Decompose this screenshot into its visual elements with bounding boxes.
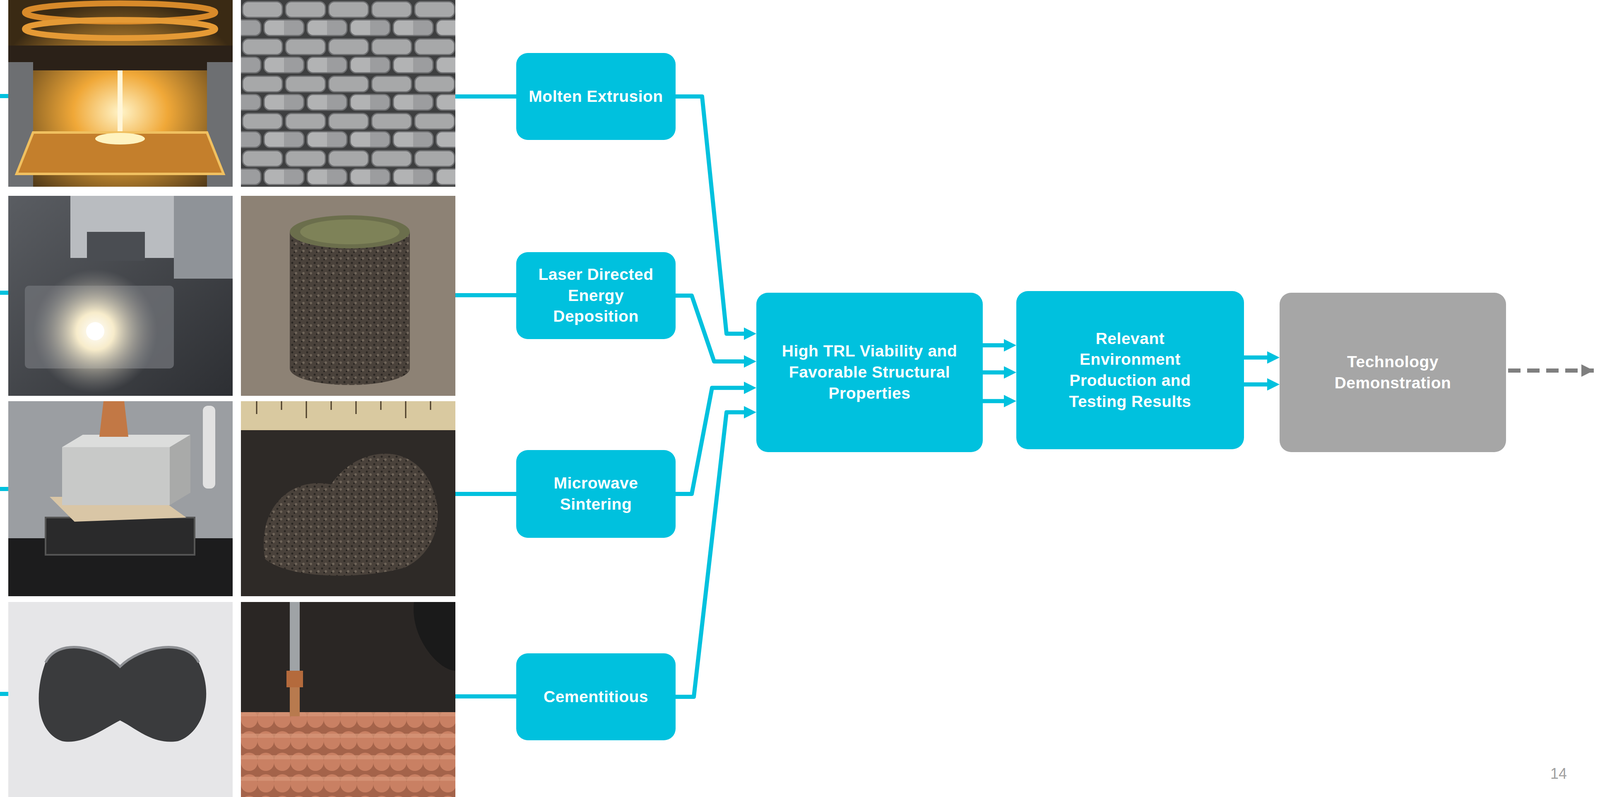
box-label: Cementitious <box>543 686 649 708</box>
regolith-cylinder-photo <box>240 195 456 396</box>
microwave-rig-photo <box>8 401 233 597</box>
flow-arrow <box>1243 382 1272 387</box>
basalt-bricks-photo <box>240 0 456 187</box>
flow-arrow <box>982 343 1009 348</box>
laser-printer-photo <box>8 195 233 396</box>
flow-arrow <box>675 295 749 362</box>
milestone-box: Technology Demonstration <box>1279 292 1507 453</box>
cement-printing-photo <box>240 601 456 797</box>
process-box: Relevant Environment Production and Test… <box>1016 291 1244 450</box>
process-box: Molten Extrusion <box>516 52 676 140</box>
process-box: Cementitious <box>516 653 676 741</box>
flow-arrow <box>982 399 1009 404</box>
flow-arrow <box>675 387 749 494</box>
box-label: Technology Demonstration <box>1296 351 1490 394</box>
photo-leader <box>0 96 517 697</box>
process-box: High TRL Viability and Favorable Structu… <box>756 292 983 453</box>
flow-arrow <box>675 412 749 697</box>
flow-arrow <box>1243 355 1272 360</box>
box-label: Microwave Sintering <box>524 472 668 515</box>
sintered-rock-photo <box>240 401 456 597</box>
flow-arrow <box>982 370 1009 375</box>
flow-arrow <box>675 96 749 334</box>
box-label: Laser Directed Energy Deposition <box>524 264 668 328</box>
box-label: High TRL Viability and Favorable Structu… <box>765 340 974 404</box>
box-label: Molten Extrusion <box>528 86 663 108</box>
dogbone-sample-photo <box>8 601 233 797</box>
box-label: Relevant Environment Production and Test… <box>1045 328 1216 413</box>
page-number: 14 <box>1550 765 1567 783</box>
continuation-arrow <box>1508 368 1594 373</box>
furnace-photo <box>8 0 233 187</box>
process-box: Microwave Sintering <box>516 449 676 538</box>
process-box: Laser Directed Energy Deposition <box>516 252 676 340</box>
